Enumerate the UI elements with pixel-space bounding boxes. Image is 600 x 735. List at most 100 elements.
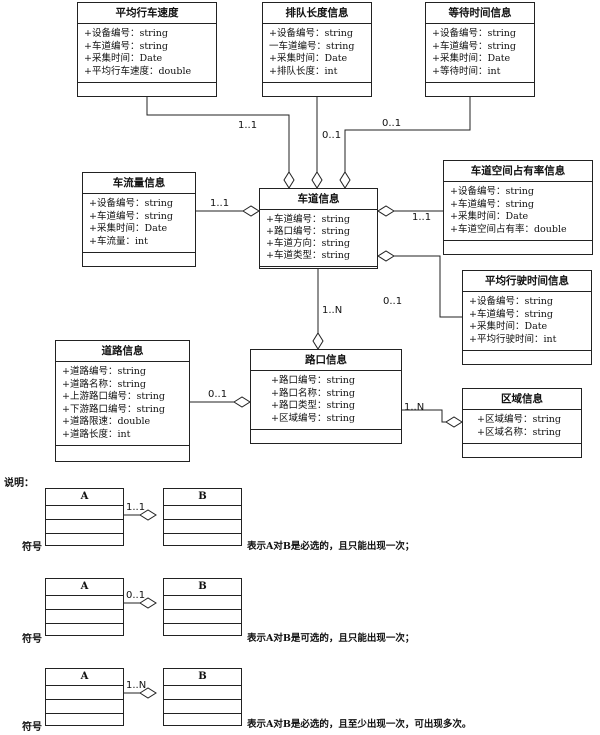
attribute: +车道编号：string — [266, 214, 350, 225]
attribute: +路口类型：string — [271, 400, 355, 411]
attribute: +平均行驶时间：int — [469, 333, 557, 345]
legend-class-title: B — [164, 669, 241, 686]
operations-compartment — [426, 83, 534, 95]
legend-multiplicity: 1..N — [126, 680, 147, 691]
class-title: 车道信息 — [260, 189, 377, 210]
class-region: 区域信息 +区域编号：string +区域名称：string — [462, 388, 582, 458]
attribute-list: +设备编号：string 一车道编号：string +采集时间：Date +排队… — [263, 24, 371, 83]
diamond-flow-lane — [242, 205, 260, 217]
attribute: +采集时间：Date — [84, 53, 163, 64]
legend-class-a: A — [45, 488, 124, 546]
attribute-list: +区域编号：string +区域名称：string — [463, 410, 581, 444]
class-avg-speed: 平均行车速度 +设备编号：string +车道编号：string +采集时间：D… — [77, 2, 217, 97]
class-intersection: 路口信息 +路口编号：string +路口名称：string +路口类型：str… — [250, 349, 402, 444]
legend-symbol-label: 符号 — [22, 722, 42, 733]
link-wait-lane — [344, 97, 471, 172]
attribute: +道路名称：string — [62, 378, 146, 390]
class-title: 路口信息 — [251, 350, 401, 371]
class-title: 平均行驶时间信息 — [463, 271, 591, 292]
attribute: +设备编号：string — [89, 198, 173, 209]
attribute: +设备编号：string — [432, 28, 516, 39]
multiplicity-avgspeed-lane: 1..1 — [238, 120, 258, 131]
attribute: +道路限速：double — [62, 416, 151, 427]
multiplicity-queue-lane: 0..1 — [322, 130, 342, 141]
attribute-list: +设备编号：string +车道编号：string +采集时间：Date +平均… — [78, 24, 216, 83]
legend-class-title: B — [164, 489, 241, 506]
attribute: +路口编号：string — [266, 226, 350, 237]
legend-class-b: B — [163, 578, 242, 636]
legend-class-title: B — [164, 579, 241, 596]
diamond-occupancy-lane — [377, 205, 395, 217]
legend-class-title: A — [46, 489, 123, 506]
class-title: 区域信息 — [463, 389, 581, 410]
legend-symbol-label: 符号 — [22, 542, 42, 553]
legend-diamond-3 — [139, 687, 157, 699]
attribute: +车道编号：string — [432, 40, 516, 52]
class-title: 排队长度信息 — [263, 3, 371, 24]
attribute-list: +设备编号：string +车道编号：string +采集时间：Date +车流… — [83, 194, 195, 253]
attribute: +车道编号：string — [469, 308, 553, 320]
attribute: +采集时间：Date — [89, 223, 168, 234]
class-title: 车流量信息 — [83, 173, 195, 194]
operations-compartment — [260, 267, 377, 273]
legend-class-b: B — [163, 488, 242, 546]
legend-class-title: A — [46, 579, 123, 596]
operations-compartment — [83, 253, 195, 265]
multiplicity-road-intersection: 0..1 — [208, 389, 228, 400]
attribute: +设备编号：string — [269, 28, 353, 39]
legend-multiplicity: 0..1 — [126, 590, 146, 601]
legend-class-b: B — [163, 668, 242, 726]
multiplicity-flow-lane: 1..1 — [210, 198, 230, 209]
attribute: +车道编号：string — [89, 210, 173, 222]
attribute: +车道类型：string — [266, 250, 350, 261]
class-travel-time: 平均行驶时间信息 +设备编号：string +车道编号：string +采集时间… — [462, 270, 592, 365]
link-avgspeed-lane — [146, 97, 290, 172]
link-travel-lane — [394, 255, 462, 318]
attribute: +道路长度：int — [62, 428, 131, 440]
diamond-lane-intersection — [312, 332, 324, 350]
attribute: +上游路口编号：string — [62, 391, 165, 402]
class-title: 平均行车速度 — [78, 3, 216, 24]
legend-description: 表示A对B是可选的，且只能出现一次； — [247, 633, 415, 644]
operations-compartment — [463, 444, 581, 456]
attribute: +排队长度：int — [269, 65, 338, 77]
operations-compartment — [251, 430, 401, 442]
multiplicity-wait-lane: 0..1 — [382, 118, 402, 129]
attribute: +路口编号：string — [271, 375, 355, 386]
attribute: 一车道编号：string — [269, 40, 355, 52]
attribute-list: +路口编号：string +路口名称：string +路口类型：string +… — [251, 371, 401, 430]
legend-multiplicity: 1..1 — [126, 502, 146, 513]
attribute: +车道编号：string — [84, 40, 168, 52]
attribute-list: +设备编号：string +车道编号：string +采集时间：Date +等待… — [426, 24, 534, 83]
legend-heading: 说明： — [4, 478, 34, 489]
legend-class-a: A — [45, 578, 124, 636]
legend-description: 表示A对B是必选的，且只能出现一次； — [247, 541, 415, 552]
class-lane: 车道信息 +车道编号：string +路口编号：string +车道方向：str… — [259, 188, 378, 269]
class-wait-time: 等待时间信息 +设备编号：string +车道编号：string +采集时间：D… — [425, 2, 535, 97]
legend-class-title: A — [46, 669, 123, 686]
legend-diamond-1 — [139, 509, 157, 521]
attribute: +车流量：int — [89, 235, 148, 247]
attribute-list: +设备编号：string +车道编号：string +采集时间：Date +平均… — [463, 292, 591, 351]
diamond-travel-lane — [377, 250, 395, 262]
diamond-avgspeed-lane — [283, 171, 295, 189]
class-title: 车道空间占有率信息 — [444, 161, 592, 182]
attribute: +道路编号：string — [62, 366, 146, 377]
legend-diamond-2 — [139, 597, 157, 609]
diamond-road-intersection — [233, 396, 251, 408]
operations-compartment — [78, 83, 216, 95]
attribute: +采集时间：Date — [469, 321, 548, 332]
attribute: +车道方向：string — [266, 238, 350, 249]
attribute-list: +车道编号：string +路口编号：string +车道方向：string +… — [260, 210, 377, 267]
class-title: 道路信息 — [56, 341, 189, 362]
class-title: 等待时间信息 — [426, 3, 534, 24]
attribute: +设备编号：string — [84, 28, 168, 39]
multiplicity-lane-intersection: 1..N — [322, 305, 343, 316]
operations-compartment — [444, 241, 592, 253]
attribute: +平均行车速度：double — [84, 65, 192, 77]
legend-class-a: A — [45, 668, 124, 726]
attribute: +区域编号：string — [477, 414, 561, 425]
attribute-list: +道路编号：string +道路名称：string +上游路口编号：string… — [56, 362, 189, 446]
attribute: +区域编号：string — [271, 412, 355, 424]
